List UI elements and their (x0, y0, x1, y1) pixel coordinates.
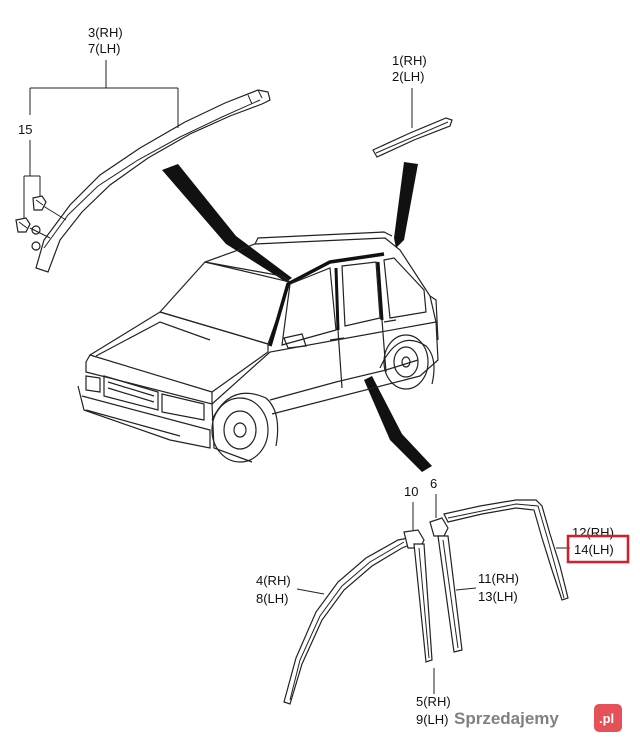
label-part-10: 10 (404, 484, 418, 499)
leader-line-4-8 (296, 588, 325, 595)
pointer-arrow-roof (394, 162, 418, 248)
clip-part-15-upper (32, 195, 47, 211)
highlight-box-part-14 (566, 534, 630, 564)
label-part-13-lh: 13(LH) (478, 589, 518, 604)
pointer-arrow-a-pillar (162, 164, 292, 282)
label-part-1-rh: 1(RH) (392, 53, 427, 68)
door-frame-moulding-front-part (283, 537, 413, 705)
label-part-6: 6 (430, 476, 437, 491)
label-part-12-rh: 12(RH) (572, 525, 614, 540)
a-pillar-moulding-part (31, 89, 271, 273)
door-frame-moulding-rear-part (443, 499, 569, 601)
watermark-text: Sprzedajemy (454, 709, 559, 728)
b-pillar-strip-front-part (413, 543, 433, 663)
roof-moulding-part (372, 117, 453, 158)
watermark-suffix: .pl (599, 711, 614, 726)
label-part-11-rh: 11(RH) (478, 571, 519, 586)
leader-line-3-7 (29, 60, 179, 128)
label-part-2-lh: 2(LH) (392, 69, 425, 84)
label-part-14-lh: 14(LH) (574, 542, 614, 557)
clip-part-15-lower (15, 217, 31, 233)
leader-line-15 (23, 140, 67, 239)
label-part-7-lh: 7(LH) (88, 41, 121, 56)
b-pillar-strip-rear-part (437, 535, 463, 653)
label-part-8-lh: 8(LH) (256, 591, 289, 606)
leader-line-11-13 (455, 587, 477, 591)
vehicle-drawing (77, 231, 439, 463)
pointer-arrow-door (364, 376, 432, 472)
corner-piece-part-6 (429, 517, 449, 537)
watermark: Sprzedajemy .pl (454, 704, 622, 732)
label-part-3-rh: 3(RH) (88, 25, 123, 40)
label-part-15: 15 (18, 122, 32, 137)
watermark-badge (594, 704, 622, 732)
label-part-9-lh: 9(LH) (416, 712, 449, 727)
label-part-4-rh: 4(RH) (256, 573, 291, 588)
label-part-5-rh: 5(RH) (416, 694, 451, 709)
